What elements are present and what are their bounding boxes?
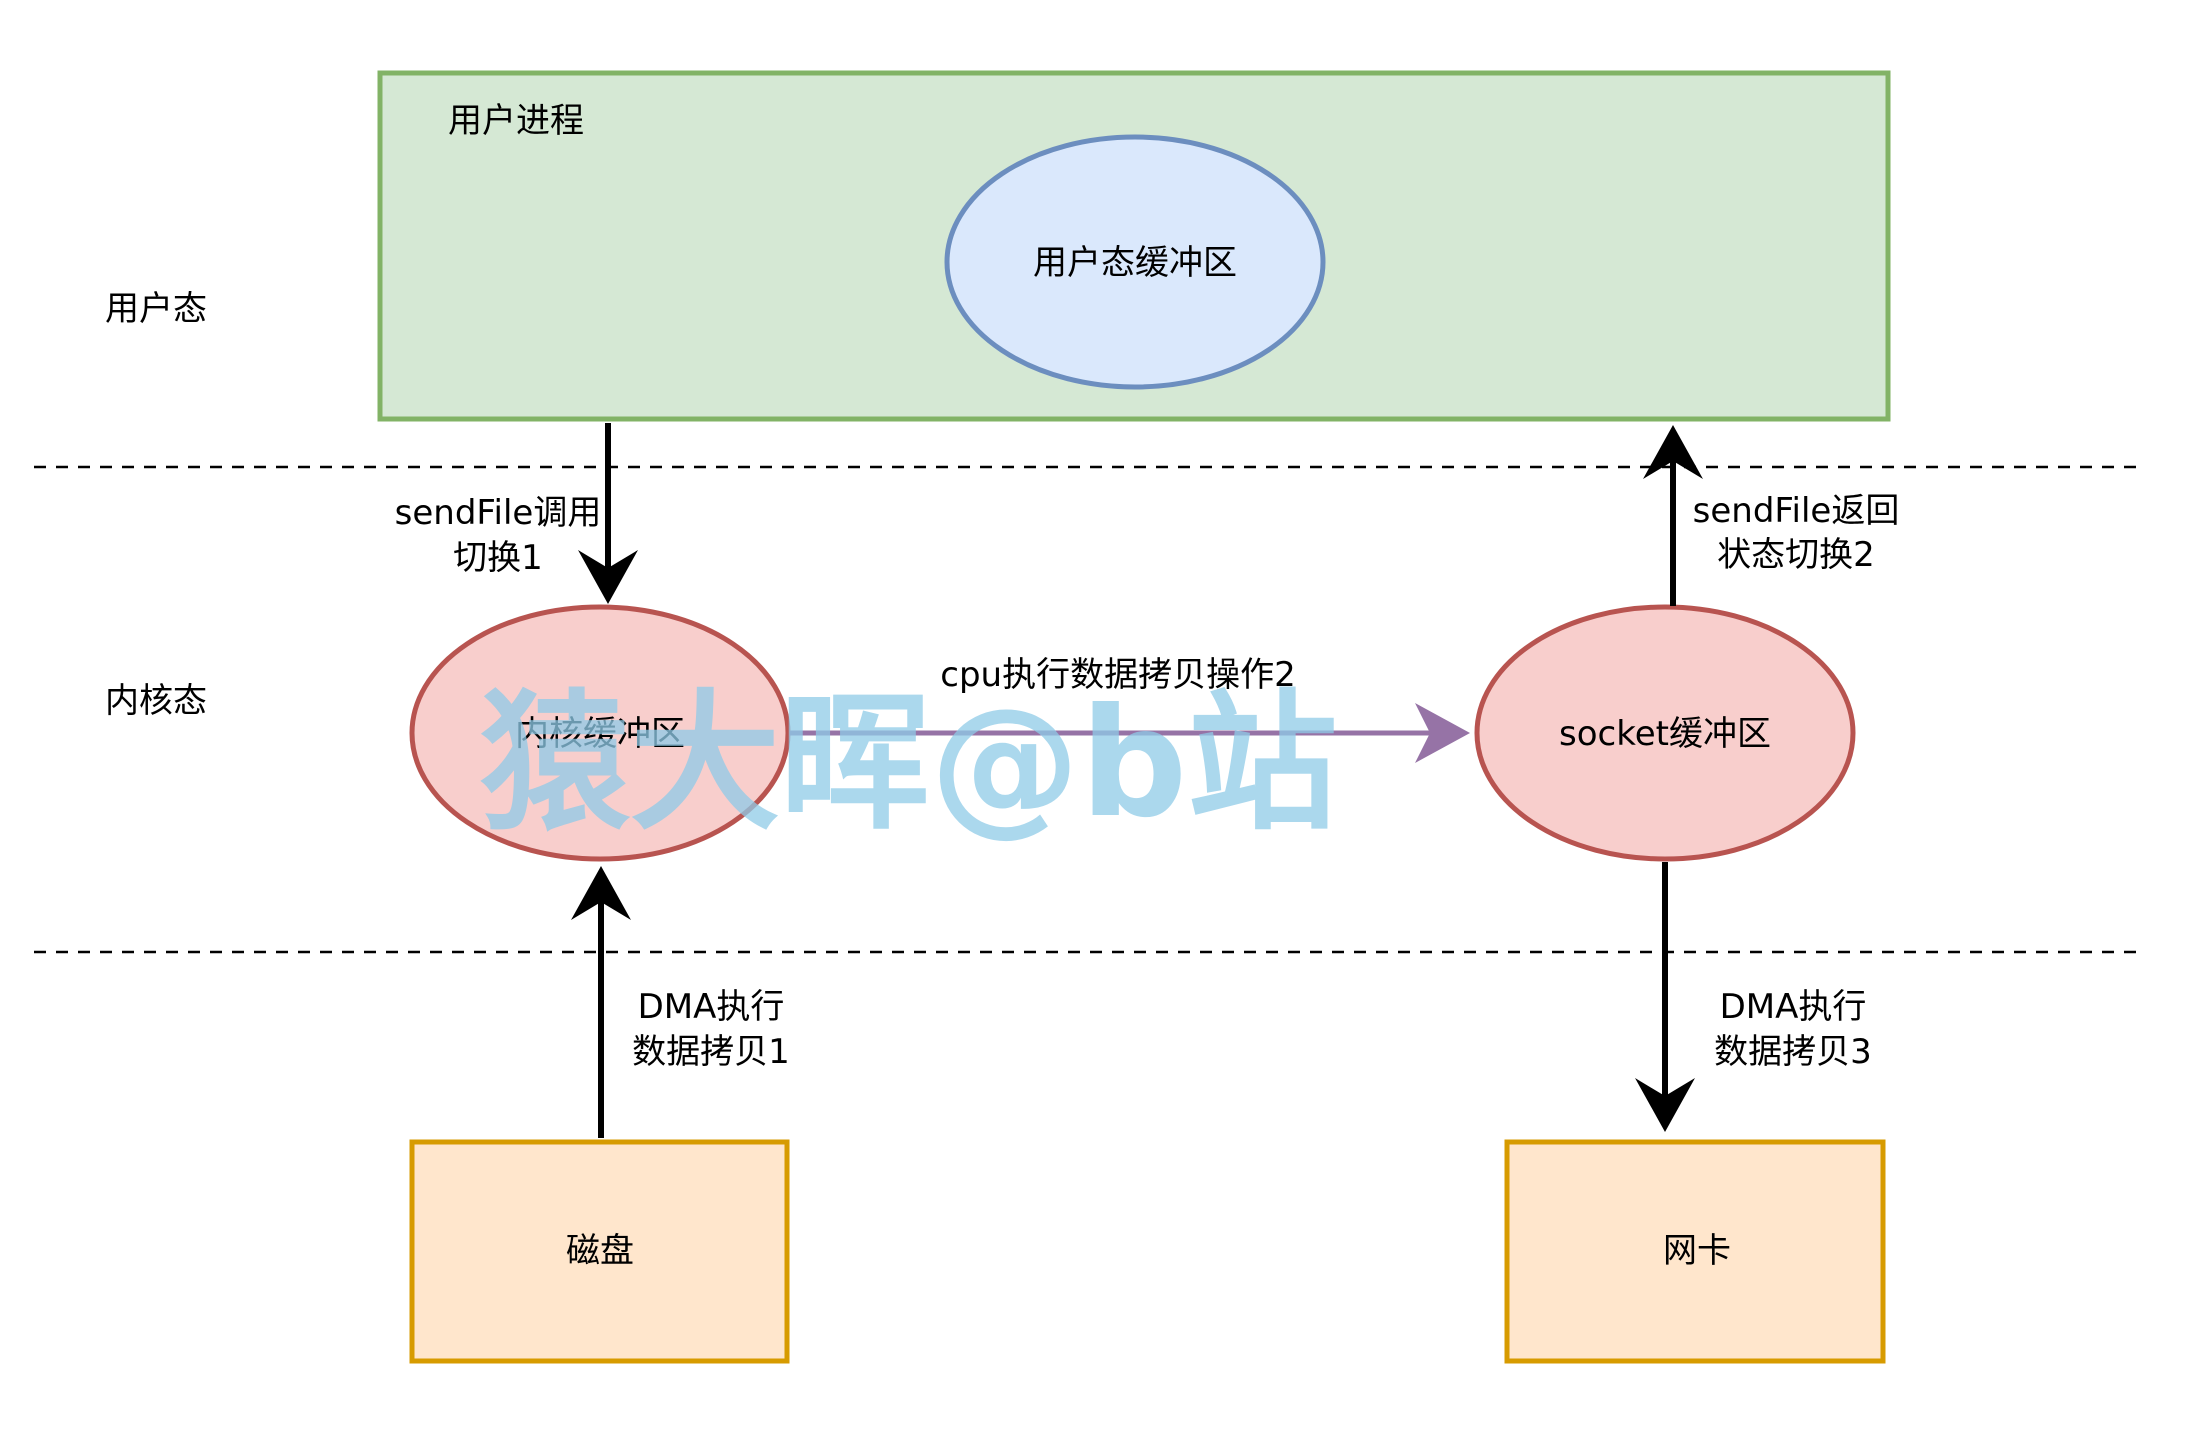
dma-copy-3-label-line1: DMA执行 <box>1720 987 1867 1027</box>
sendfile-call-label-line2: 切换1 <box>453 538 543 578</box>
nic-label: 网卡 <box>1663 1231 1731 1271</box>
dma-copy-3-label-line2: 数据拷贝3 <box>1714 1032 1872 1072</box>
sendfile-return-label-line2: 状态切换2 <box>1717 535 1875 575</box>
disk-label: 磁盘 <box>566 1231 634 1271</box>
socket-buffer-label: socket缓冲区 <box>1559 714 1771 754</box>
disk-box <box>409 1139 790 1364</box>
sendfile-return-label-line1: sendFile返回 <box>1693 491 1900 531</box>
nic-box <box>1504 1139 1886 1364</box>
user-buffer-ellipse <box>944 134 1326 390</box>
socket-buffer-ellipse <box>1474 604 1856 862</box>
user-mode-label: 用户态 <box>105 289 207 329</box>
kernel-buffer-label: 内核缓冲区 <box>515 714 685 754</box>
dma-copy-1-label-line2: 数据拷贝1 <box>632 1032 790 1072</box>
kernel-mode-label: 内核态 <box>105 681 207 721</box>
kernel-buffer-ellipse <box>409 604 791 862</box>
sendfile-call-label-line1: sendFile调用 <box>395 493 602 533</box>
user-buffer-label: 用户态缓冲区 <box>1033 243 1237 283</box>
cpu-copy-label: cpu执行数据拷贝操作2 <box>940 655 1295 695</box>
user-process-title: 用户进程 <box>448 101 584 141</box>
dma-copy-1-label-line1: DMA执行 <box>638 987 785 1027</box>
watermark: 猿大晖@b站 <box>480 677 1337 851</box>
